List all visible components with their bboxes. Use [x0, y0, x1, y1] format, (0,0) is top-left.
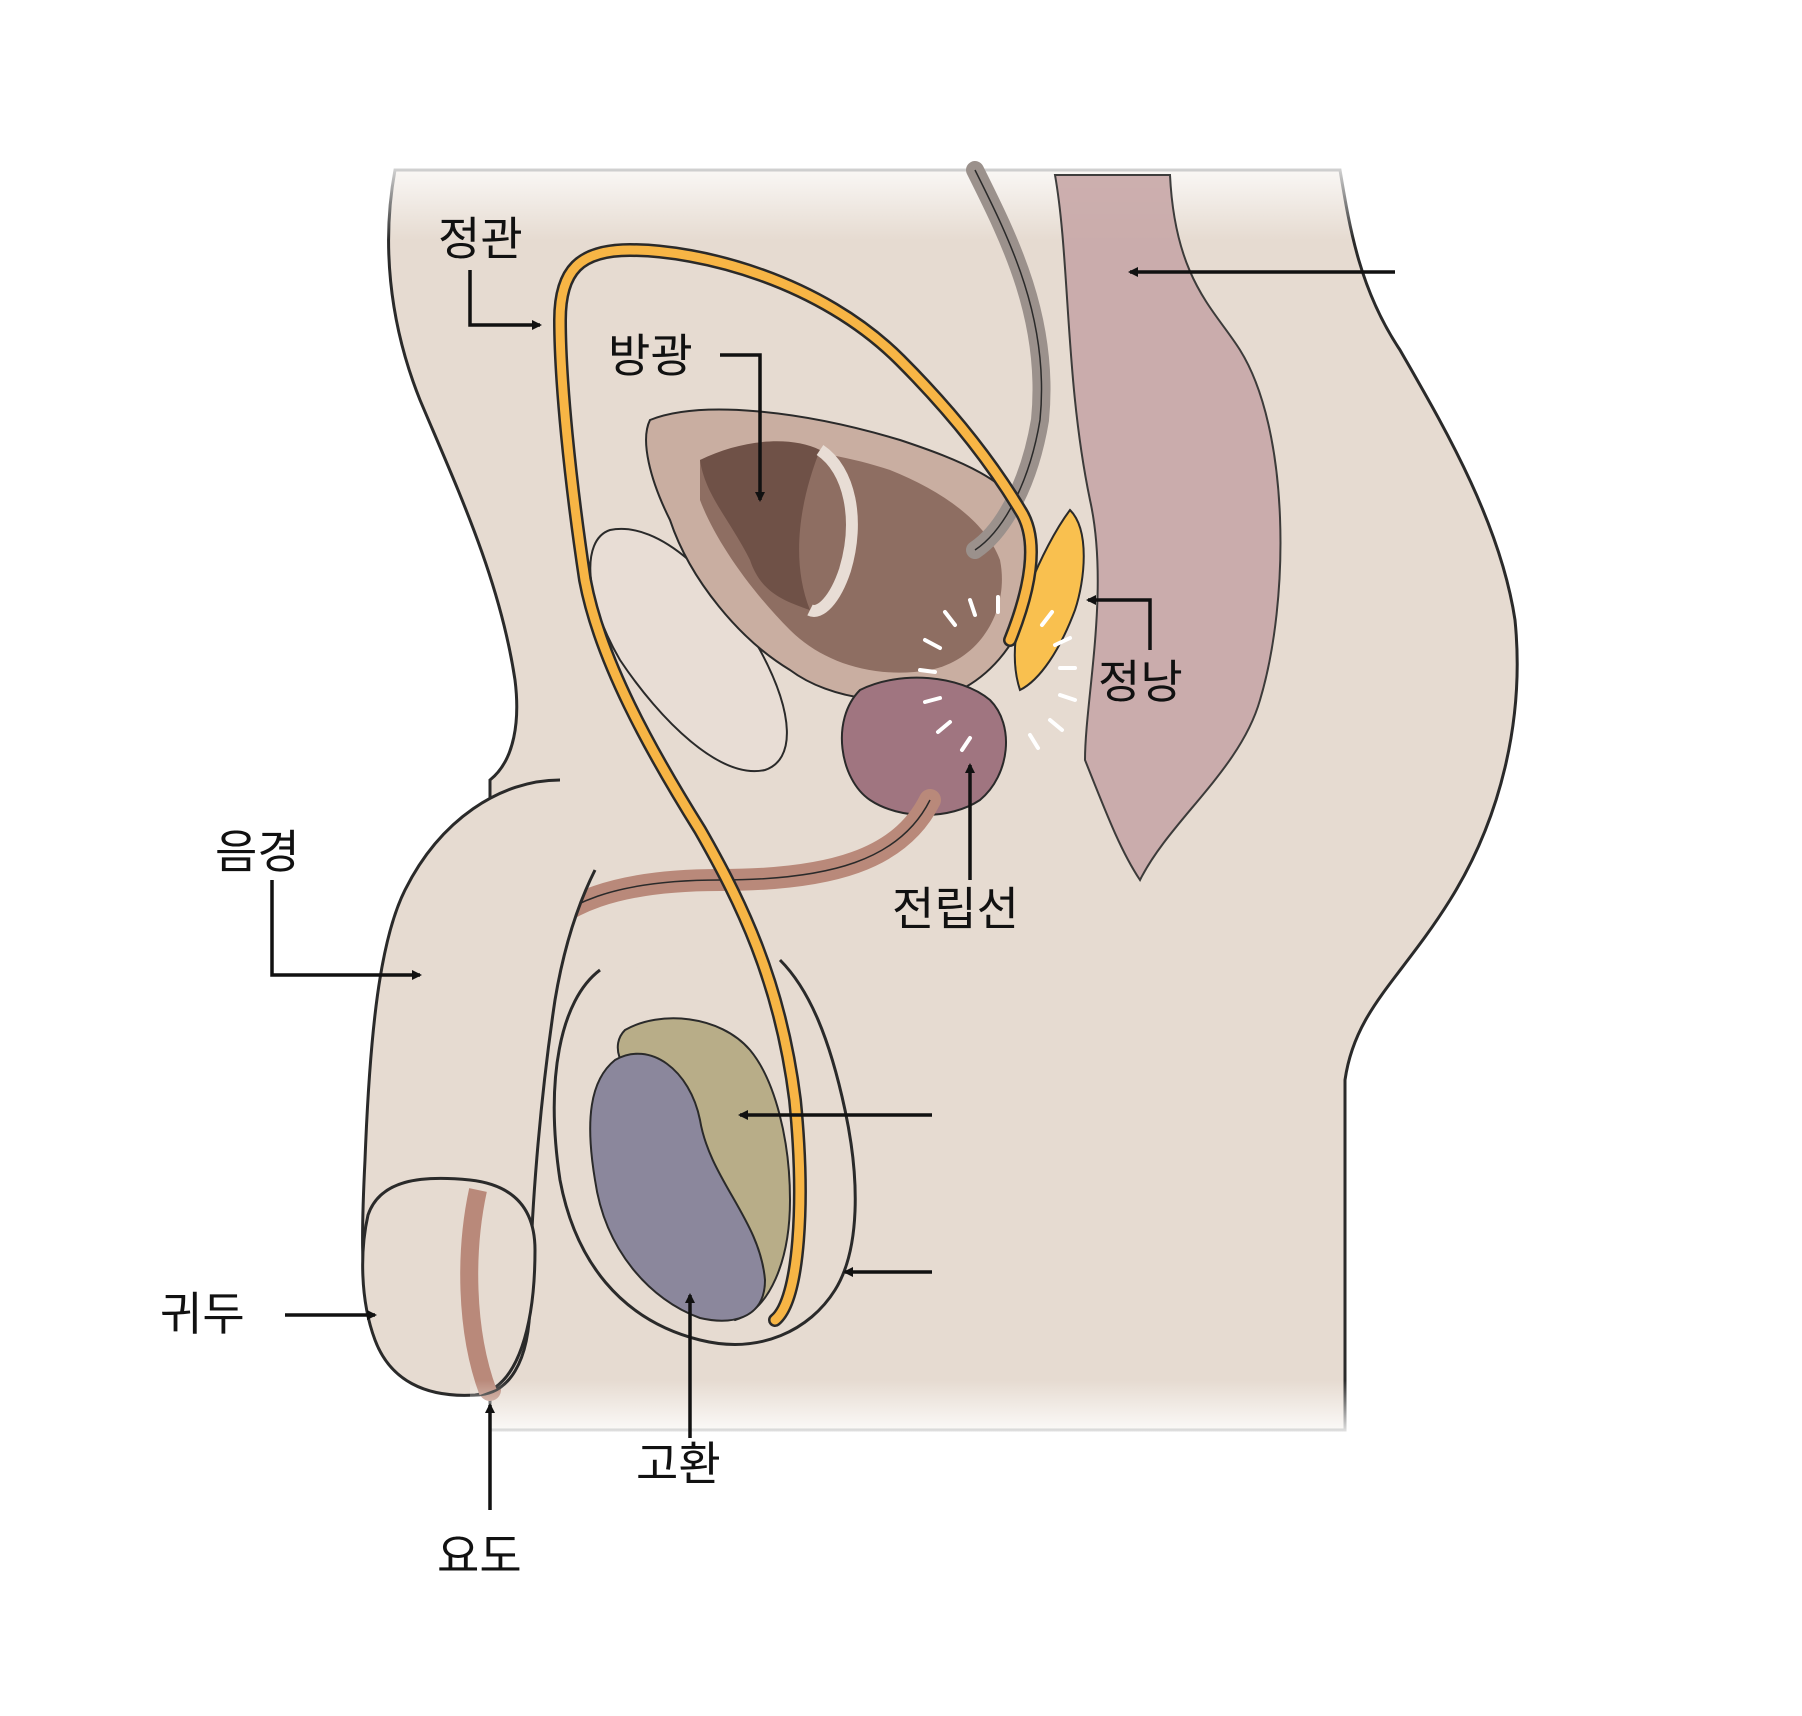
ureter-outline [974, 169, 1043, 551]
label-prostate: 전립선 [892, 882, 1019, 936]
label-penis: 음경 [215, 825, 300, 879]
seminal-vesicle [1013, 508, 1085, 692]
urethra-glans [460, 1188, 497, 1396]
pointer-lines [270, 267, 1395, 1510]
seminal-vesicle-pointer [1086, 595, 1152, 650]
top-fade [380, 150, 1360, 240]
label-testis: 고환 [636, 1437, 721, 1491]
glans [361, 1176, 537, 1397]
rectum-shape [1053, 174, 1282, 882]
testis [589, 1052, 767, 1322]
label-vas-deferens: 정관 [438, 212, 523, 266]
seminal-vesicle-highlight [918, 595, 1077, 752]
vas-deferens-fill [555, 245, 1036, 1325]
bottom-fade [470, 1380, 1370, 1440]
label-seminal-vesicle: 정낭 [1098, 655, 1183, 709]
vas-deferens-pointer [468, 270, 542, 330]
bladder-cavity [700, 441, 820, 610]
bladder-pointer [720, 353, 765, 502]
prostate [840, 676, 1007, 816]
penis-pointer [270, 880, 422, 980]
label-urethra: 요도 [437, 1529, 522, 1583]
label-bladder: 방광 [608, 329, 693, 383]
label-glans: 귀두 [160, 1287, 245, 1341]
bladder-opening-rim [807, 445, 858, 617]
